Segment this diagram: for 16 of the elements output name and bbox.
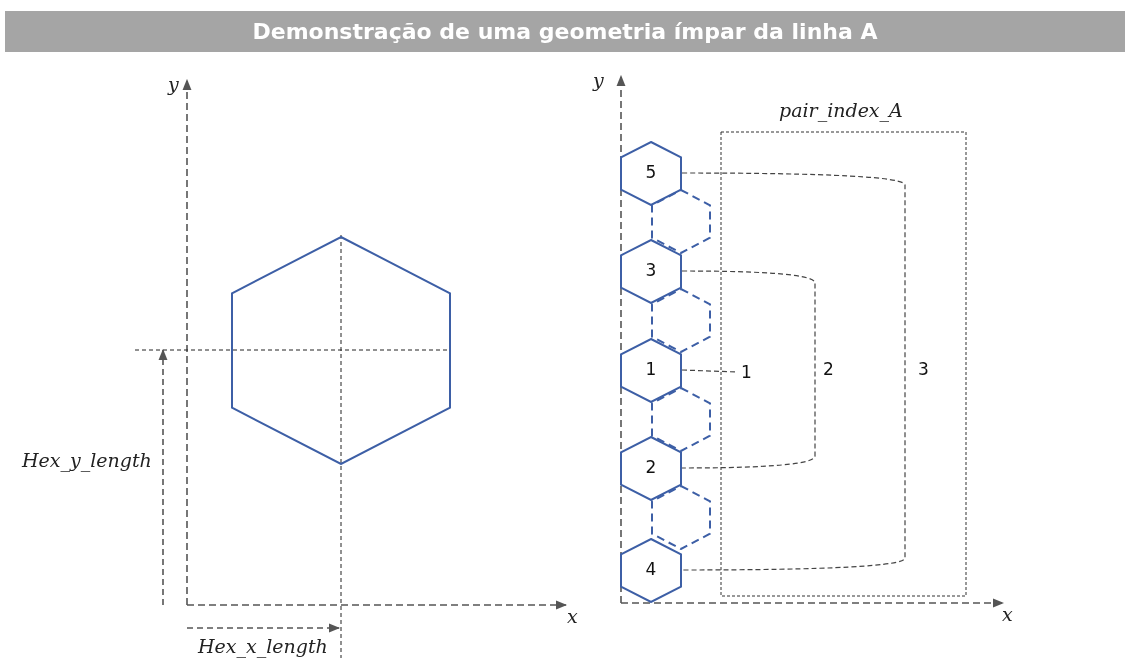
- hexagon-number: 2: [644, 459, 658, 476]
- axis-label: x: [567, 604, 578, 629]
- hexagon-number: 1: [644, 361, 658, 378]
- hexagon-number: 5: [644, 164, 658, 181]
- axis-label: x: [1002, 602, 1013, 627]
- frame-heading: pair_index_A: [779, 98, 903, 124]
- bracket-line: [681, 172, 906, 571]
- title-bar: Demonstração de uma geometria ímpar da linha A: [5, 11, 1125, 52]
- axis-label: y: [168, 72, 179, 97]
- dimension-label: Hex_y_length: [22, 448, 152, 474]
- bracket-line: [681, 369, 738, 373]
- hexagon-number: 3: [644, 262, 658, 279]
- hexagon-number: 4: [644, 561, 658, 578]
- axis-label: y: [593, 68, 604, 93]
- bracket-line: [681, 270, 816, 469]
- dimension-label: Hex_x_length: [198, 634, 328, 660]
